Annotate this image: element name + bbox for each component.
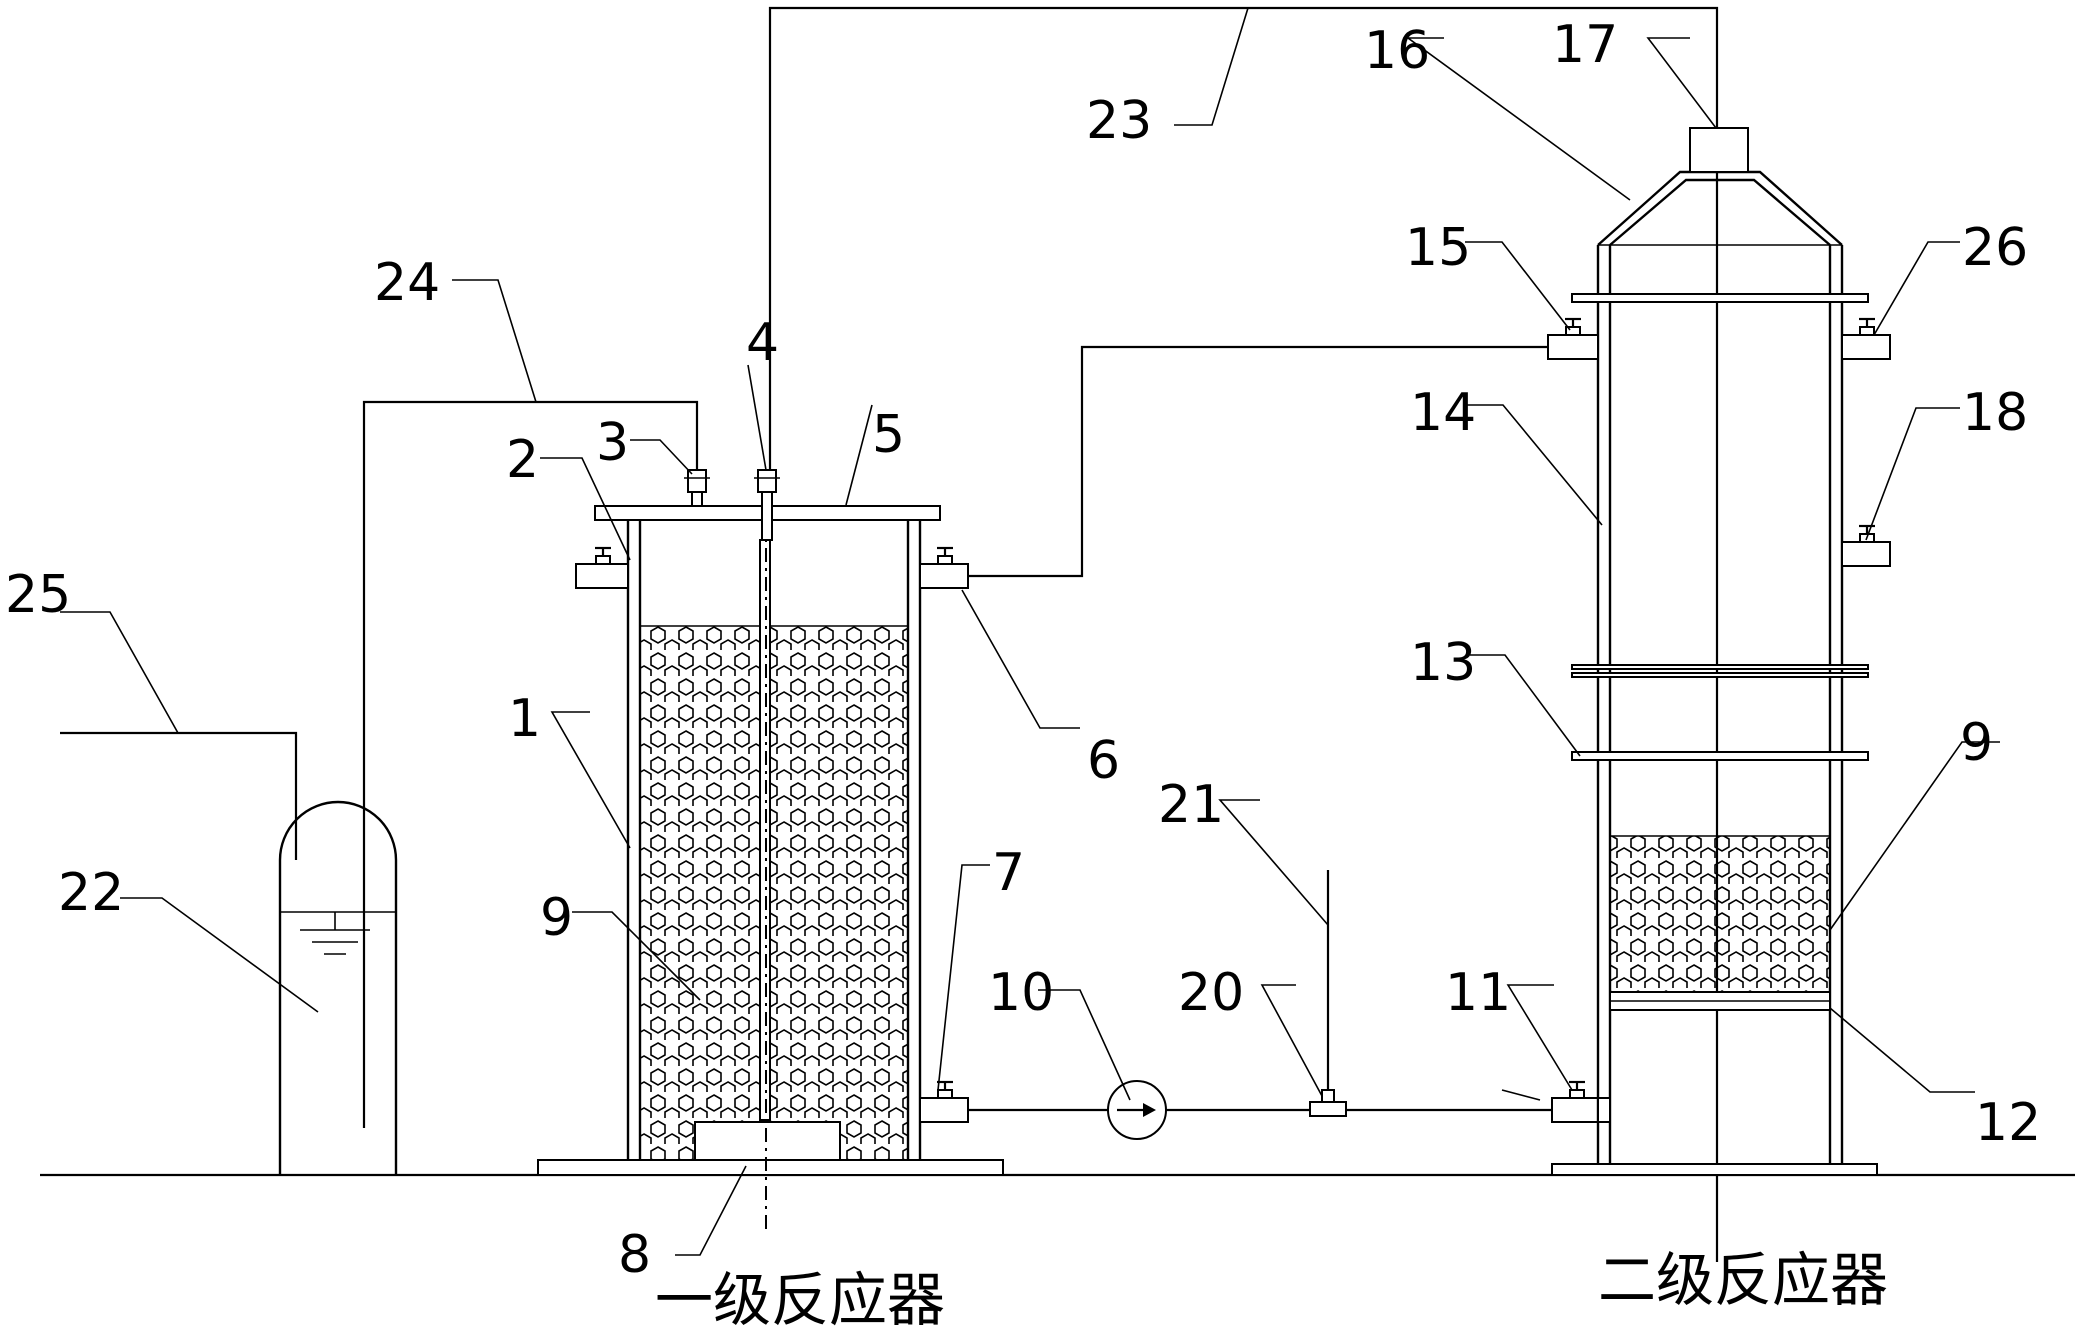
valve-2 bbox=[575, 546, 629, 589]
gas-collector-bottle bbox=[278, 800, 398, 1175]
secondary-reactor bbox=[1551, 127, 1878, 1176]
valve-26 bbox=[1841, 317, 1891, 360]
label-21: 21 bbox=[1158, 775, 1224, 835]
label-16: 16 bbox=[1364, 21, 1430, 81]
valve-15 bbox=[1547, 317, 1599, 360]
label-9-primary: 9 bbox=[540, 888, 573, 948]
label-15: 15 bbox=[1405, 218, 1471, 278]
primary-reactor bbox=[537, 469, 1004, 1230]
caption-primary-reactor: 一级反应器 bbox=[655, 1266, 945, 1334]
label-9-secondary: 9 bbox=[1960, 713, 1993, 773]
label-23: 23 bbox=[1086, 91, 1152, 151]
pump-10 bbox=[1107, 1080, 1167, 1140]
label-17: 17 bbox=[1552, 15, 1618, 75]
label-4: 4 bbox=[746, 313, 779, 373]
label-12: 12 bbox=[1975, 1093, 2041, 1153]
label-18: 18 bbox=[1962, 383, 2028, 443]
valve-7 bbox=[919, 1080, 969, 1123]
valve-11 bbox=[1551, 1080, 1601, 1123]
pipe-23 bbox=[768, 6, 1719, 1262]
label-22: 22 bbox=[58, 863, 124, 923]
primary-reactor-base bbox=[537, 1159, 1004, 1176]
caption-secondary-reactor: 二级反应器 bbox=[1598, 1246, 1888, 1314]
label-6: 6 bbox=[1087, 731, 1120, 791]
label-25: 25 bbox=[5, 565, 71, 625]
outlet-17 bbox=[1689, 127, 1749, 173]
part-labels: 1 2 3 4 5 6 7 8 9 9 10 11 12 13 14 15 16… bbox=[5, 15, 2041, 1285]
primary-reactor-packing bbox=[640, 626, 908, 1160]
pipe-25 bbox=[60, 731, 298, 860]
label-1: 1 bbox=[508, 689, 541, 749]
pipe-24 bbox=[362, 400, 699, 1128]
secondary-reactor-base bbox=[1551, 1163, 1878, 1176]
label-7: 7 bbox=[992, 843, 1025, 903]
leader-lines bbox=[60, 7, 2000, 1256]
label-13: 13 bbox=[1410, 633, 1476, 693]
aerator-8 bbox=[694, 1121, 841, 1161]
label-24: 24 bbox=[374, 253, 440, 313]
label-10: 10 bbox=[988, 963, 1054, 1023]
label-5: 5 bbox=[872, 405, 905, 465]
tee-20 bbox=[1309, 870, 1347, 1117]
label-3: 3 bbox=[596, 413, 629, 473]
pipe-6-to-15 bbox=[968, 345, 1548, 578]
secondary-reactor-packing bbox=[1610, 836, 1830, 992]
cone-top-16 bbox=[1597, 170, 1843, 246]
label-14: 14 bbox=[1410, 383, 1476, 443]
label-11: 11 bbox=[1445, 963, 1511, 1023]
label-8: 8 bbox=[618, 1225, 651, 1285]
valve-18 bbox=[1841, 524, 1891, 567]
valve-6 bbox=[919, 546, 969, 589]
label-2: 2 bbox=[506, 430, 539, 490]
label-26: 26 bbox=[1962, 218, 2028, 278]
label-20: 20 bbox=[1178, 963, 1244, 1023]
